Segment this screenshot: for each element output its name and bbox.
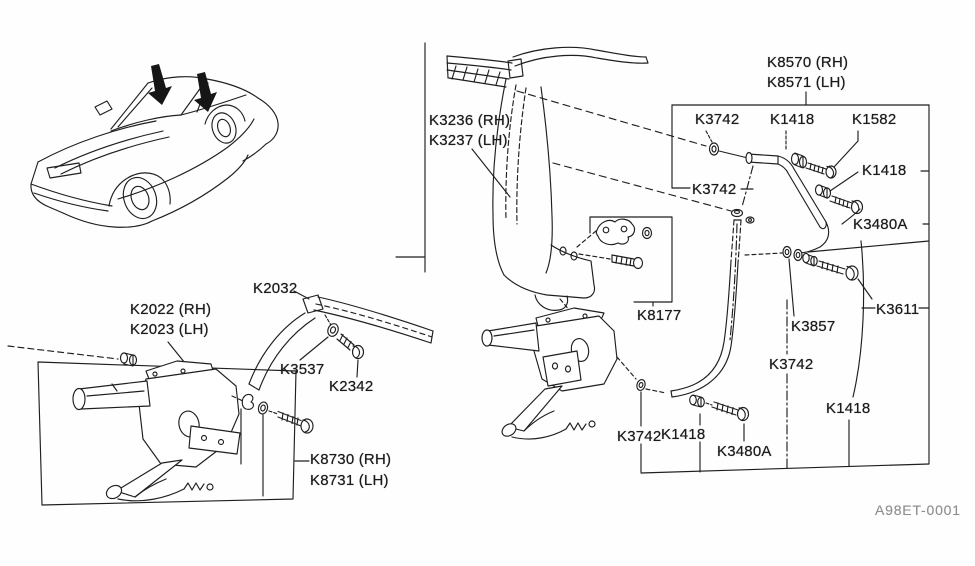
callout-k3742-bottom: K3742 bbox=[617, 428, 662, 445]
k8177-detail-box bbox=[576, 216, 673, 307]
callout-k3742-guide: K3742 bbox=[692, 181, 737, 198]
latch-assembly-left bbox=[72, 341, 314, 502]
car-illustration bbox=[30, 64, 279, 228]
callout-k1418-bottom: K1418 bbox=[661, 426, 706, 443]
callout-k1582: K1582 bbox=[852, 111, 897, 128]
callout-k3857: K3857 bbox=[791, 318, 836, 335]
latch-assembly-center bbox=[481, 307, 750, 440]
pillar-drawing bbox=[446, 46, 732, 320]
callout-k1418-mid: K1418 bbox=[826, 400, 871, 417]
callout-k8571-lh: K8571 (LH) bbox=[767, 74, 846, 91]
callout-k3742-mid: K3742 bbox=[769, 356, 814, 373]
callout-k3480a-right: K3480A bbox=[853, 216, 908, 233]
location-arrow-rear-icon bbox=[194, 72, 217, 112]
right-detail-box bbox=[640, 91, 930, 474]
location-arrow-front-icon bbox=[148, 64, 172, 105]
lock-rod-assembly bbox=[708, 142, 864, 254]
callout-k3236-rh: K3236 (RH) bbox=[429, 112, 511, 129]
callout-k1418-box: K1418 bbox=[770, 111, 815, 128]
guide-tube-drawing bbox=[670, 165, 859, 398]
callout-k8570-rh: K8570 (RH) bbox=[767, 54, 849, 71]
callout-k3611: K3611 bbox=[876, 301, 920, 318]
leader-lines-right bbox=[640, 130, 930, 473]
diagram-code: A98ET-0001 bbox=[875, 502, 961, 518]
callout-k8177: K8177 bbox=[637, 307, 682, 324]
section-divider-line bbox=[395, 42, 426, 273]
rail-and-link-arm bbox=[248, 290, 434, 391]
callout-k8731-lh: K8731 (LH) bbox=[310, 472, 389, 489]
callout-k8730-rh: K8730 (RH) bbox=[310, 451, 392, 468]
callout-k3237-lh: K3237 (LH) bbox=[429, 132, 508, 149]
callout-k2342: K2342 bbox=[329, 378, 374, 395]
callout-k3742-box: K3742 bbox=[695, 111, 740, 128]
callout-k2022-rh: K2022 (RH) bbox=[130, 301, 212, 318]
callout-k2023-lh: K2023 (LH) bbox=[130, 321, 209, 338]
callout-k3480a-bottom: K3480A bbox=[717, 443, 772, 460]
callout-k3537: K3537 bbox=[280, 361, 325, 378]
callout-k1418-right: K1418 bbox=[862, 162, 907, 179]
callout-k2032: K2032 bbox=[253, 280, 298, 297]
